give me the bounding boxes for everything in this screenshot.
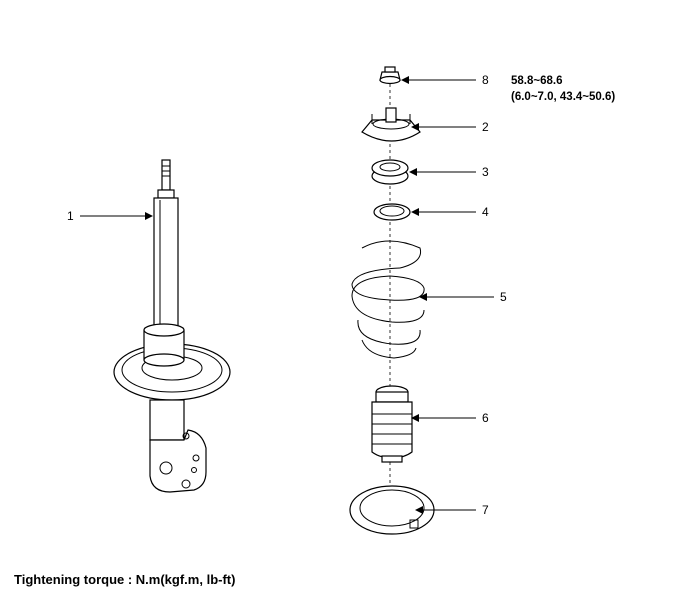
nut-part	[379, 66, 401, 85]
callout-3: 3	[482, 165, 489, 179]
upper-spring-pad-part	[373, 203, 411, 221]
torque-spec-line-2: (6.0~7.0, 43.4~50.6)	[511, 91, 615, 103]
callout-7: 7	[482, 503, 489, 517]
bearing-part	[371, 159, 409, 185]
callout-1: 1	[67, 209, 74, 223]
lower-spring-pad-part	[349, 485, 435, 535]
insulator-mount-part	[361, 107, 421, 142]
callout-6: 6	[482, 411, 489, 425]
dust-cover-part	[371, 385, 413, 463]
callout-5: 5	[500, 290, 507, 304]
coil-spring-part	[351, 240, 425, 359]
callout-8: 8	[482, 73, 489, 87]
torque-spec-line-1: 58.8~68.6	[511, 75, 562, 87]
callout-2: 2	[482, 120, 489, 134]
torque-caption: Tightening torque : N.m(kgf.m, lb-ft)	[14, 572, 236, 587]
callout-4: 4	[482, 205, 489, 219]
strut-assembly	[113, 159, 231, 493]
